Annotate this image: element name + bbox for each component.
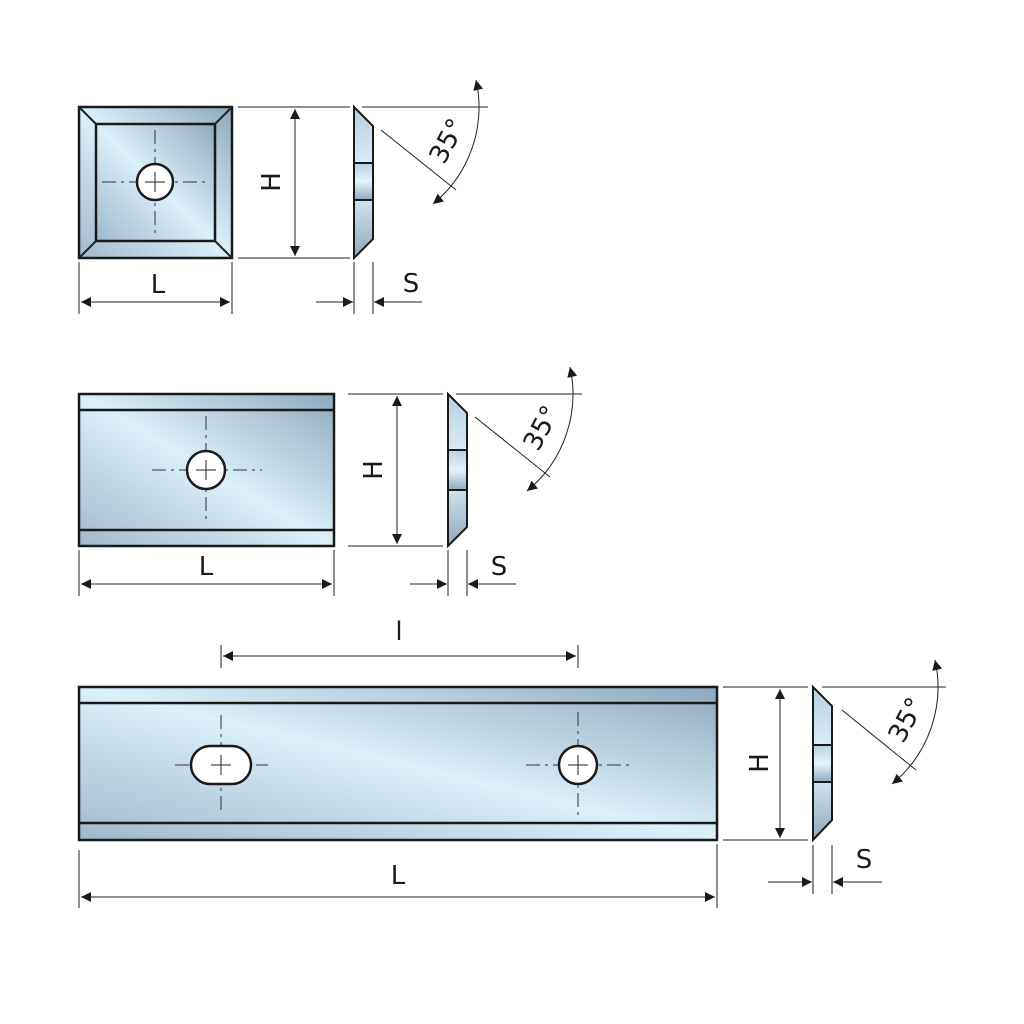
angle-dimension: [891, 659, 943, 785]
length-label: L: [199, 552, 214, 582]
angle-label: 35°: [424, 114, 472, 169]
height-label: H: [257, 172, 287, 192]
rectangular-insert-view: H L S 35°: [77, 366, 582, 596]
height-label: H: [359, 460, 389, 480]
angle-label: 35°: [518, 401, 566, 456]
thickness-label: S: [403, 269, 420, 299]
square-insert-view: H L S 35°: [77, 79, 488, 314]
length-label: L: [391, 861, 406, 891]
thickness-label: S: [856, 845, 873, 875]
long-insert-face: [77, 685, 719, 842]
angle-label: 35°: [883, 693, 931, 748]
length-label: L: [151, 270, 166, 300]
angle-dimension: [526, 366, 578, 492]
hole-spacing-label: l: [395, 617, 402, 647]
angle-dimension: [432, 79, 484, 205]
long-insert-view: l H L S 35°: [77, 617, 946, 908]
height-label: H: [745, 753, 775, 773]
thickness-label: S: [491, 552, 508, 582]
